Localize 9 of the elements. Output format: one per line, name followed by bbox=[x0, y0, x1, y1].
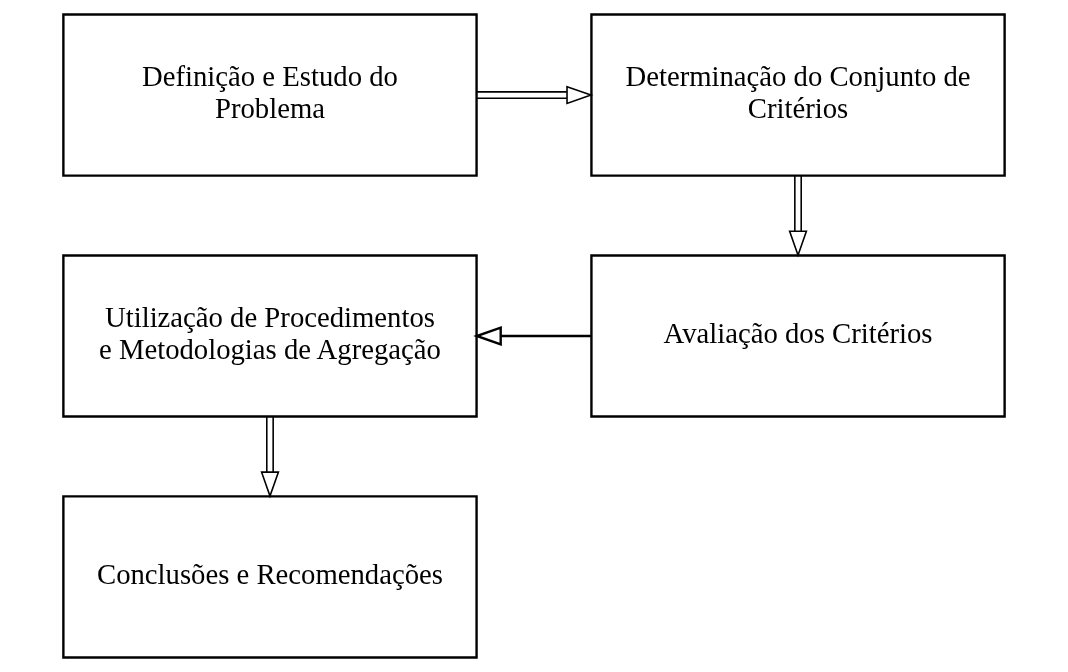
node-box: Utilização de Procedimentos e Metodologias de Agregação bbox=[62, 254, 478, 418]
arrow bbox=[475, 85, 594, 105]
arrow bbox=[260, 415, 280, 499]
node-box: Determinação do Conjunto de Critérios bbox=[590, 13, 1006, 177]
arrow bbox=[473, 325, 591, 347]
node-box: Definição e Estudo do Problema bbox=[62, 13, 478, 177]
arrow bbox=[788, 175, 808, 258]
node-box: Conclusões e Recomendações bbox=[62, 495, 478, 659]
node-box: Avaliação dos Critérios bbox=[590, 254, 1006, 418]
